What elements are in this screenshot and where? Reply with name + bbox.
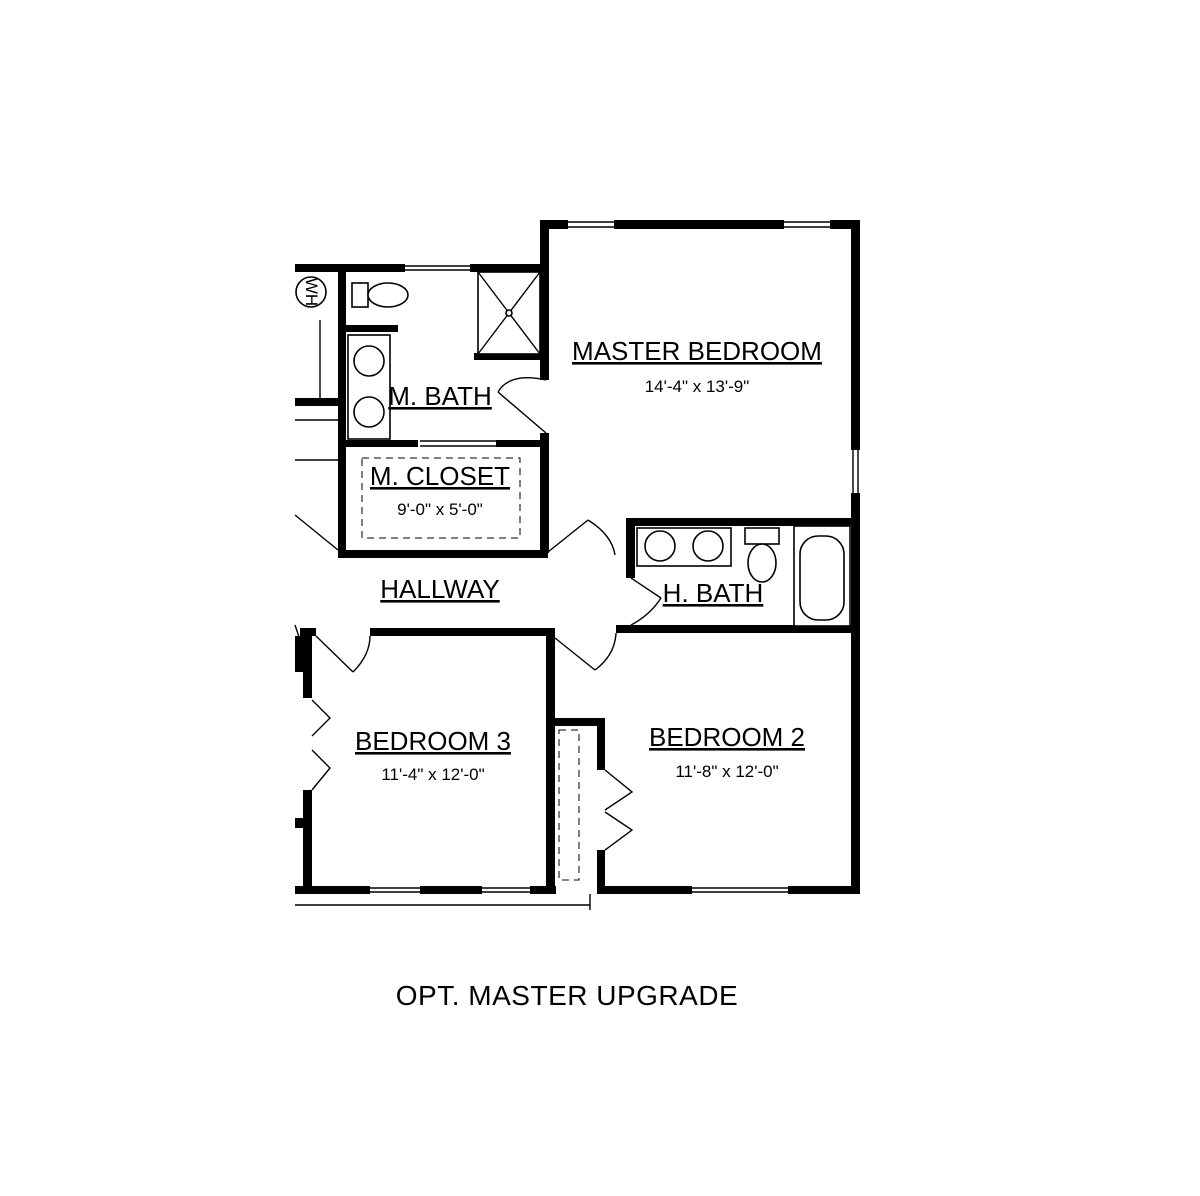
bedroom-3-dims: 11'-4" x 12'-0"	[381, 765, 484, 784]
m-closet-name: M. CLOSET	[370, 461, 510, 491]
room-labels: MASTER BEDROOM 14'-4" x 13'-9" M. BATH M…	[355, 336, 822, 784]
m-closet-dims: 9'-0" x 5'-0"	[397, 500, 483, 519]
bedroom-2-dims: 11'-8" x 12'-0"	[675, 762, 778, 781]
fixtures: WH	[295, 271, 851, 627]
water-heater-label: WH	[302, 278, 321, 306]
doors	[294, 320, 662, 881]
plan-caption: OPT. MASTER UPGRADE	[396, 980, 738, 1011]
h-bath-name: H. BATH	[663, 578, 764, 608]
hallway-name: HALLWAY	[380, 574, 499, 604]
bedroom-3-name: BEDROOM 3	[355, 726, 511, 756]
walls	[295, 220, 860, 894]
master-bedroom-name: MASTER BEDROOM	[572, 336, 822, 366]
m-bath-name: M. BATH	[388, 381, 492, 411]
windows	[295, 221, 859, 910]
master-bedroom-dims: 14'-4" x 13'-9"	[645, 377, 750, 396]
bedroom-2-name: BEDROOM 2	[649, 722, 805, 752]
